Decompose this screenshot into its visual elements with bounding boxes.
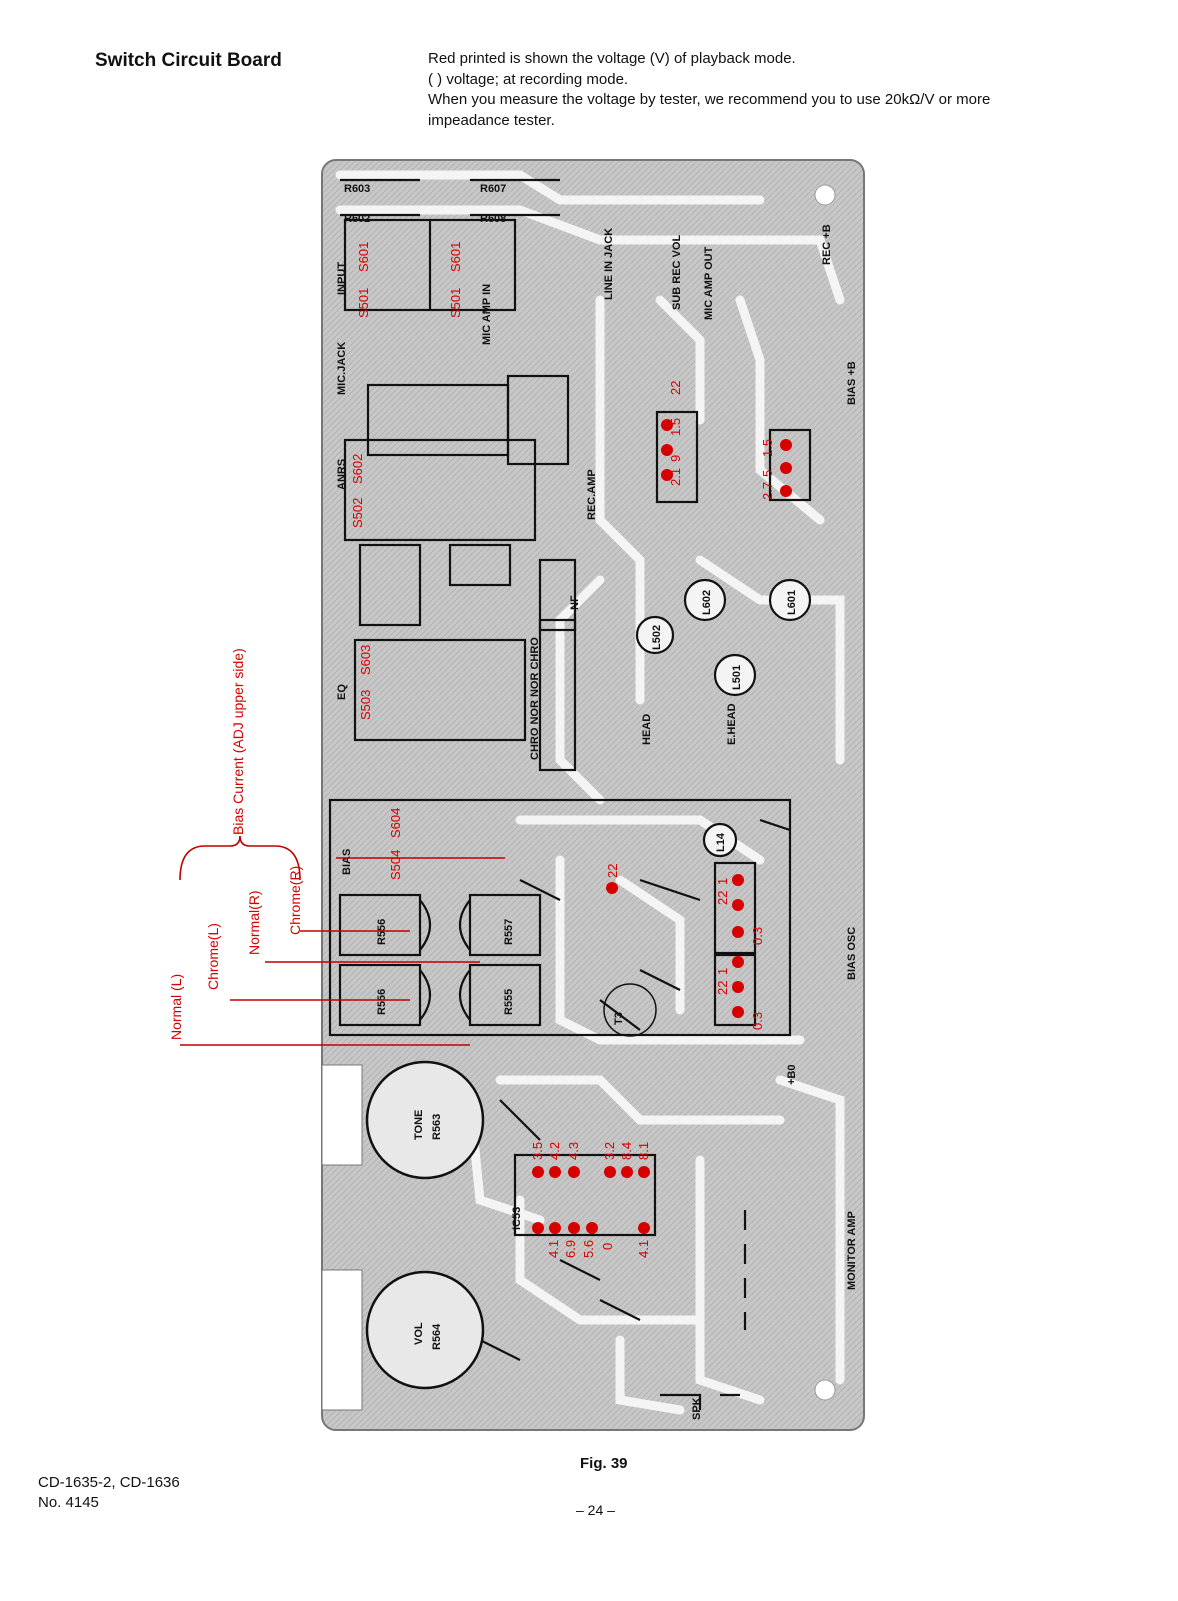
board-label-plus-b0: +B0 bbox=[786, 1065, 798, 1086]
board-label-ic53: IC53 bbox=[511, 1207, 523, 1230]
voltage-ic-bot-3: 5.6 bbox=[581, 1240, 596, 1258]
footer-number: No. 4145 bbox=[38, 1494, 99, 1511]
board-label-r557: R557 bbox=[503, 919, 515, 945]
board-label-input: INPUT bbox=[336, 262, 348, 295]
chrome-l-label: Chrome(L) bbox=[205, 923, 221, 990]
board-label-anrs: ANRS bbox=[336, 459, 348, 490]
voltage-q2-a: 2.7 bbox=[760, 482, 775, 500]
normal-l-label: Normal (L) bbox=[168, 973, 184, 1040]
board-label-r556-b: R556 bbox=[376, 989, 388, 1015]
coil-l501 bbox=[713, 653, 757, 697]
voltage-x51-c: 0.3 bbox=[750, 927, 765, 945]
tone-pot bbox=[365, 1060, 485, 1180]
voltage-x51-a: 22 bbox=[715, 891, 730, 905]
board-label-r563: R563 bbox=[431, 1114, 443, 1140]
board-label-chro-nor: CHRO NOR NOR CHRO bbox=[529, 637, 541, 760]
note-line-3: When you measure the voltage by tester, … bbox=[428, 91, 991, 108]
voltage-ic-bot-2: 6.9 bbox=[563, 1240, 578, 1258]
voltage-q1-c: 1.5 bbox=[668, 418, 683, 436]
board-label-t3: T3 bbox=[613, 1012, 625, 1025]
figure-label: Fig. 39 bbox=[580, 1455, 628, 1472]
volume-pot bbox=[365, 1270, 485, 1390]
voltage-ic-top-1: 3.5 bbox=[530, 1142, 545, 1160]
voltage-ic-top-4: 3.2 bbox=[602, 1142, 617, 1160]
board-label-eq: EQ bbox=[336, 684, 348, 700]
voltage-x51-b: 1 bbox=[715, 878, 730, 885]
coil-l601 bbox=[768, 578, 812, 622]
page-title: Switch Circuit Board bbox=[95, 50, 282, 71]
board-label-bias-b: BIAS +B bbox=[846, 361, 858, 405]
switch-label-s502: S502 bbox=[350, 498, 365, 528]
transformer-t3 bbox=[603, 983, 657, 1037]
board-label-e-head: E.HEAD bbox=[726, 703, 738, 745]
footer-model: CD-1635-2, CD-1636 bbox=[38, 1474, 180, 1491]
board-label-r564: R564 bbox=[431, 1323, 443, 1350]
note-line-1: Red printed is shown the voltage (V) of … bbox=[428, 50, 796, 67]
board-label-r608: R608 bbox=[480, 213, 506, 225]
board-label-l601: L601 bbox=[786, 590, 798, 615]
board-label-l14: L14 bbox=[715, 832, 727, 852]
board-label-mic-amp-out: MIC AMP OUT bbox=[703, 246, 715, 320]
board-label-bias: BIAS bbox=[341, 849, 353, 875]
board-label-spk: SPK bbox=[691, 1397, 703, 1420]
board-label-head: HEAD bbox=[641, 714, 653, 745]
switch-label-s601: S601 bbox=[356, 242, 371, 272]
board-label-mic-amp-in: MIC AMP IN bbox=[481, 284, 493, 345]
voltage-ic-top-3: 4.3 bbox=[566, 1142, 581, 1160]
switch-label-s601-b: S601 bbox=[448, 242, 463, 272]
switch-label-s603: S603 bbox=[358, 645, 373, 675]
voltage-x52-b: 1 bbox=[715, 968, 730, 975]
board-label-r556-a: R556 bbox=[376, 919, 388, 945]
voltage-ic-bot-1: 4.1 bbox=[546, 1240, 561, 1258]
board-label-r607: R607 bbox=[480, 183, 506, 195]
chrome-r-label: Chrome(R) bbox=[287, 865, 303, 935]
voltage-test-points bbox=[532, 419, 792, 1234]
board-label-tone: TONE bbox=[413, 1110, 425, 1140]
board-label-monitor-amp: MONITOR AMP bbox=[846, 1211, 858, 1290]
bias-current-label: Bias Current (ADJ upper side) bbox=[230, 648, 246, 835]
board-label-l502: L502 bbox=[651, 625, 663, 650]
voltage-q1-b: 9 bbox=[668, 455, 683, 462]
voltage-ic-top-2: 4.2 bbox=[547, 1142, 562, 1160]
board-label-rec-b: REC +B bbox=[821, 224, 833, 265]
voltage-q2-c: 1.5 bbox=[760, 439, 775, 457]
board-label-l602: L602 bbox=[701, 590, 713, 615]
board-label-r602: R602 bbox=[344, 213, 370, 225]
note-line-4: impeadance tester. bbox=[428, 112, 555, 129]
board-label-l501: L501 bbox=[731, 665, 743, 690]
normal-r-label: Normal(R) bbox=[246, 890, 262, 955]
board-label-bias-osc: BIAS OSC bbox=[846, 927, 858, 980]
switch-label-s503: S503 bbox=[358, 690, 373, 720]
coil-l502-a bbox=[635, 615, 675, 655]
page-number: – 24 – bbox=[576, 1502, 615, 1518]
switch-label-s604: S604 bbox=[388, 808, 403, 838]
voltage-ic-top-6: 8.1 bbox=[636, 1142, 651, 1160]
switch-label-s501-b: S501 bbox=[448, 288, 463, 318]
voltage-q2-b: 5 bbox=[760, 470, 775, 477]
copper-traces bbox=[335, 170, 845, 1415]
board-label-vol: VOL bbox=[413, 1322, 425, 1345]
board-label-mic-jack: MIC.JACK bbox=[336, 342, 348, 395]
voltage-osc-mid: 22 bbox=[605, 864, 620, 878]
switch-label-s504: S504 bbox=[388, 850, 403, 880]
board-label-r555: R555 bbox=[503, 989, 515, 1015]
voltage-ic-top-5: 8.4 bbox=[619, 1142, 634, 1160]
board-label-r603: R603 bbox=[344, 183, 370, 195]
board-label-nf: NF bbox=[569, 595, 581, 610]
coil-l14 bbox=[702, 822, 738, 858]
board-label-sub-rec-vol: SUB REC VOL bbox=[671, 235, 683, 310]
board-label-rec-amp: REC.AMP bbox=[586, 469, 598, 520]
voltage-x52-c: 0.3 bbox=[750, 1012, 765, 1030]
note-line-2: ( ) voltage; at recording mode. bbox=[428, 71, 629, 88]
switch-label-s602: S602 bbox=[350, 454, 365, 484]
coil-l602 bbox=[683, 578, 727, 622]
switch-label-s501: S501 bbox=[356, 288, 371, 318]
board-label-line-in-jack: LINE IN JACK bbox=[603, 228, 615, 300]
voltage-ic-bot-4: 0 bbox=[600, 1243, 615, 1250]
voltage-x52-a: 22 bbox=[715, 981, 730, 995]
voltage-ic-bot-5: 4.1 bbox=[636, 1240, 651, 1258]
voltage-q1-a: 2.1 bbox=[668, 468, 683, 486]
voltage-q1-d: 22 bbox=[668, 381, 683, 395]
